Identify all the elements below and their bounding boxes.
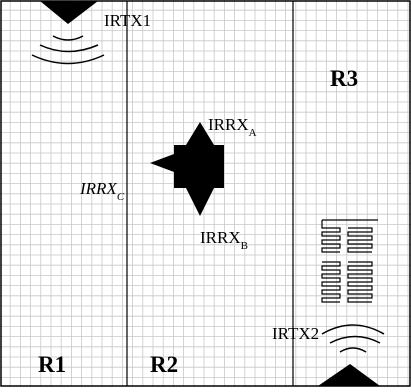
region-r1-label: R1 (38, 352, 66, 377)
region-r2-label: R2 (150, 352, 178, 377)
receiver-star-icon (150, 122, 224, 216)
tx1-wave-outer-icon (32, 55, 104, 64)
rx-b-label: IRRXB (200, 228, 248, 252)
region-r3-label: R3 (330, 66, 358, 91)
tx2-wave-inner-icon (340, 348, 366, 352)
tx2-wave-middle-icon (330, 337, 380, 344)
tx1-wave-middle-icon (40, 45, 98, 52)
meander-antenna (322, 220, 378, 302)
rx-a-label: IRRXA (208, 115, 257, 139)
tx2-label: IRTX2 (272, 324, 319, 343)
tx1-wave-inner-icon (53, 36, 83, 40)
tx1-label: IRTX1 (104, 11, 151, 30)
meander-antenna-icon (322, 220, 378, 302)
